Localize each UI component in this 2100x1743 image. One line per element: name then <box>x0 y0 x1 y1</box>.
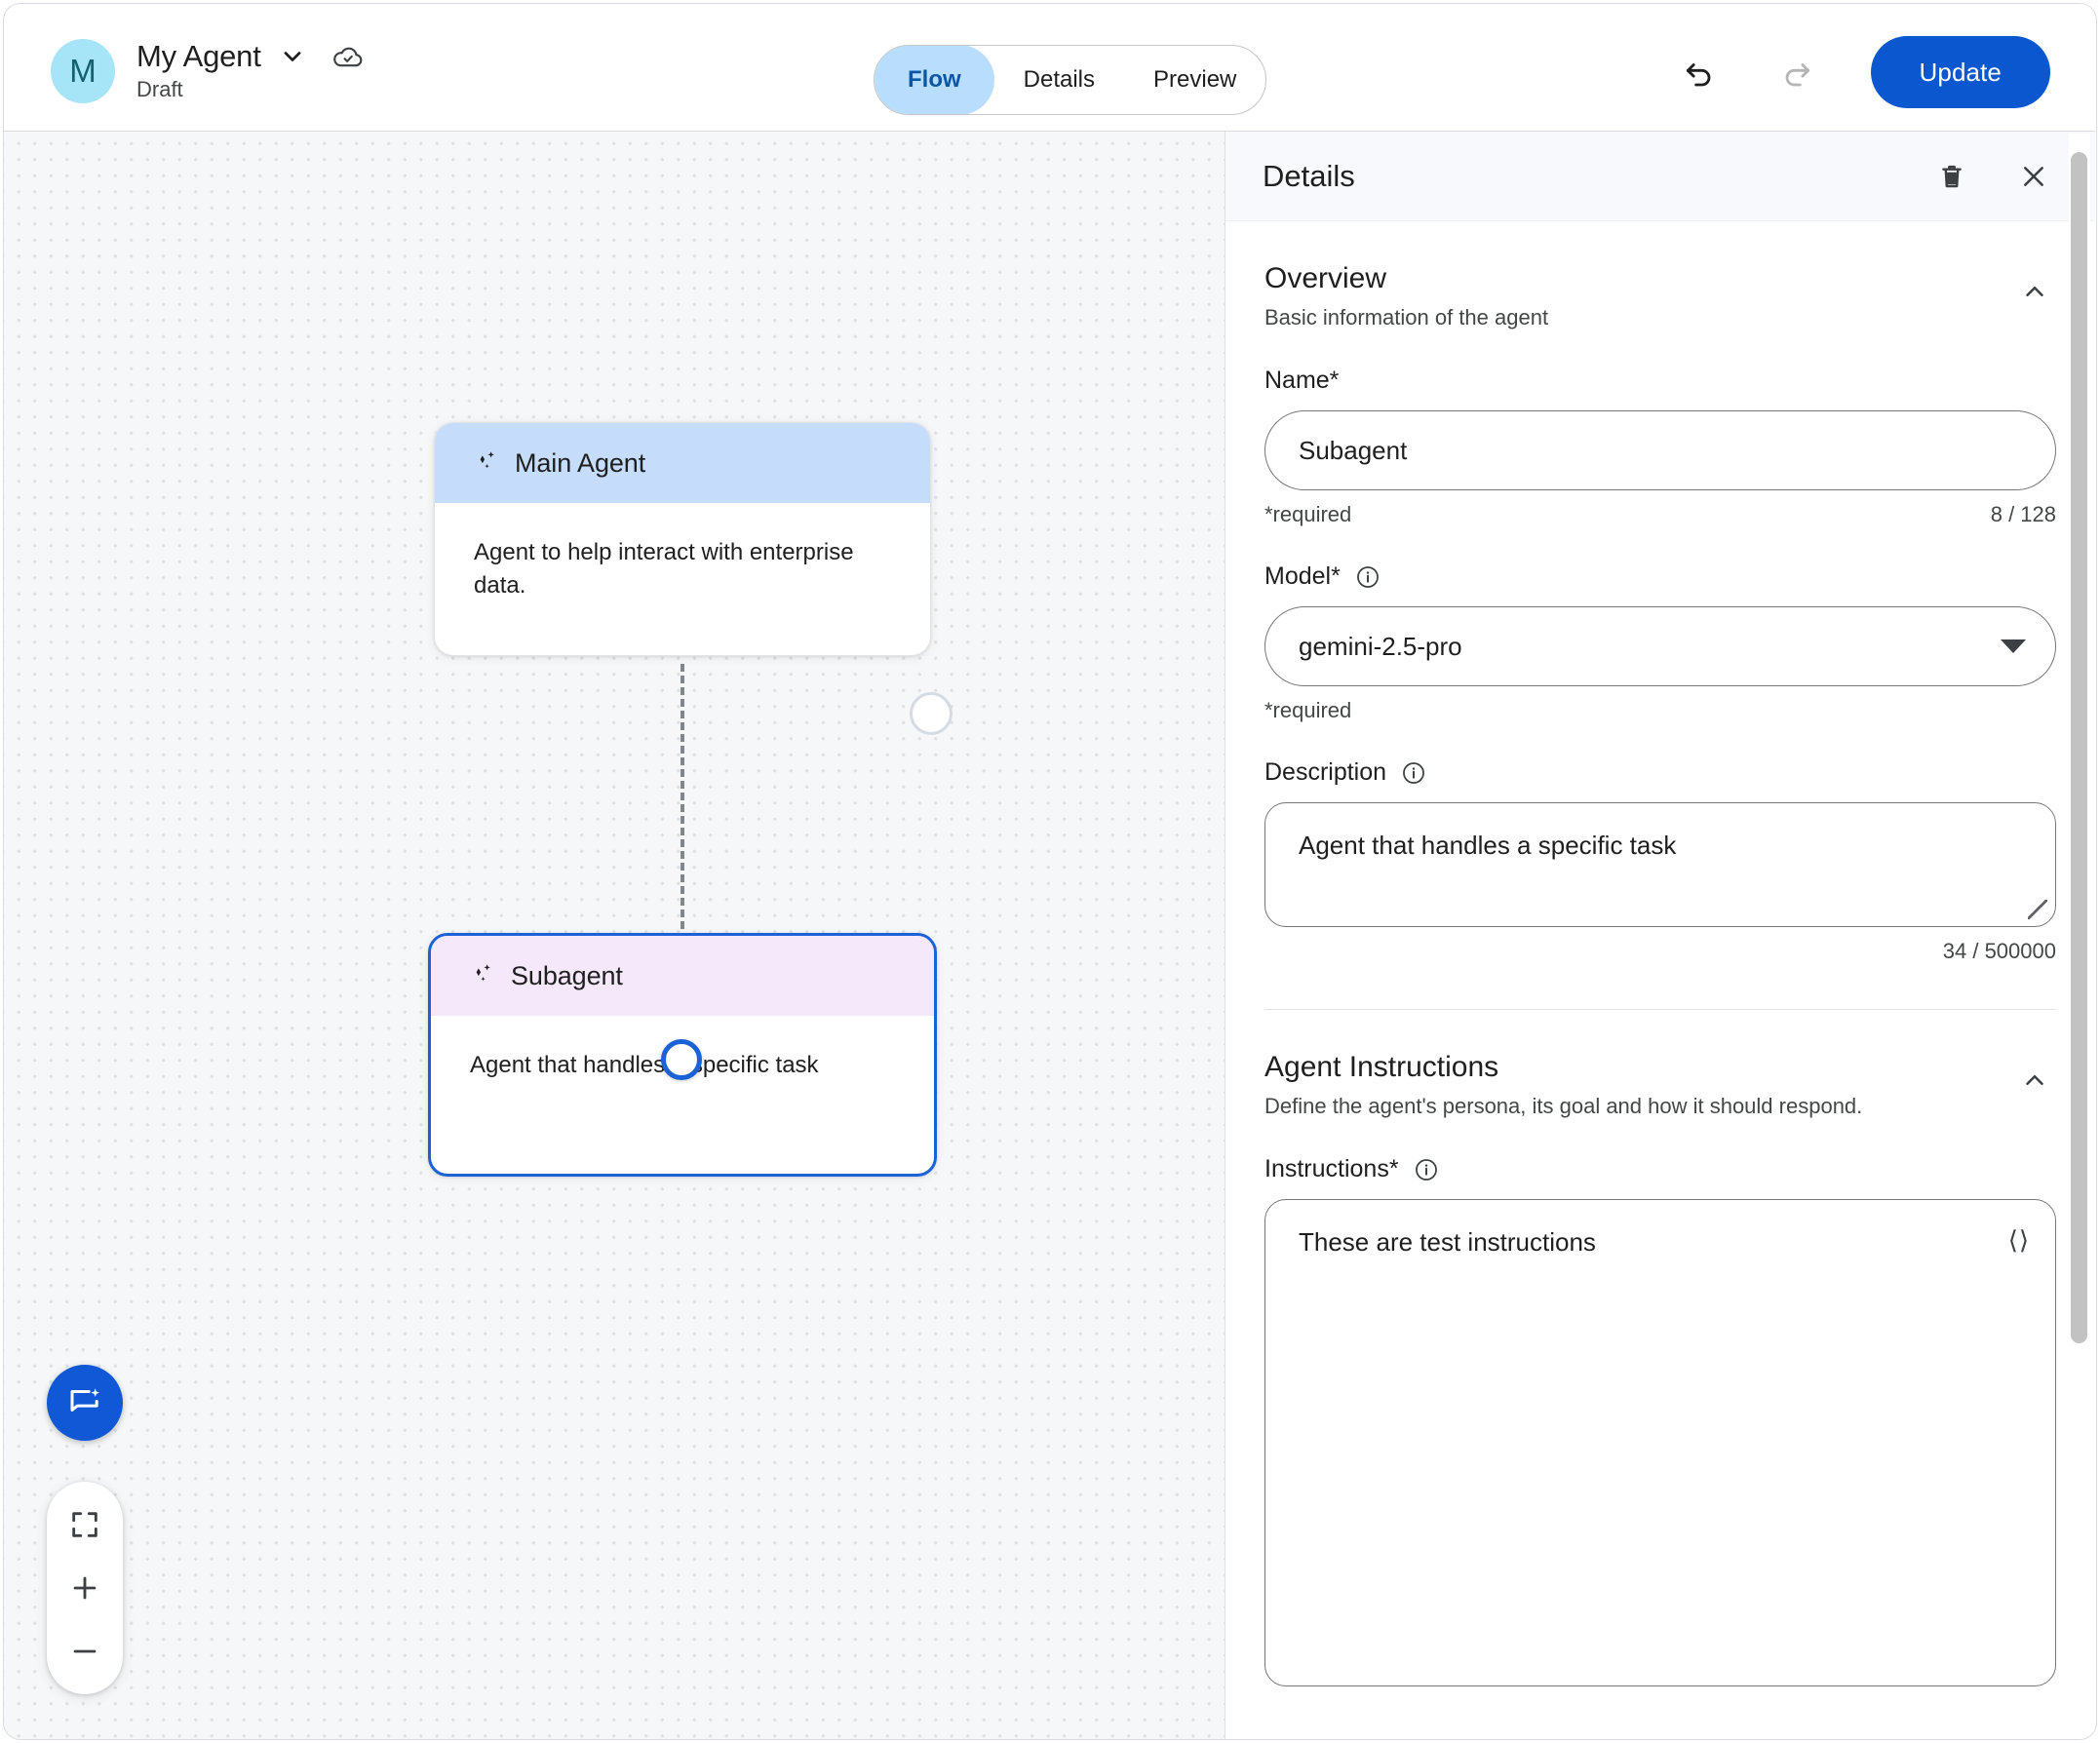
sparkle-icon <box>470 960 497 992</box>
section-title: Overview <box>1264 262 1387 294</box>
field-helper: *required <box>1264 698 2056 723</box>
field-label: Description <box>1264 758 1387 787</box>
section-overview: Overview Basic information of the agent … <box>1225 221 2095 964</box>
required-hint: *required <box>1264 698 1352 723</box>
char-counter: 34 / 500000 <box>1942 939 2056 964</box>
agent-title-block: My Agent Draft <box>136 38 365 102</box>
field-model: Model* gemini-2.5-pro <box>1264 562 2056 723</box>
node-input-handle[interactable] <box>661 1039 702 1080</box>
field-label: Name* <box>1264 367 1340 395</box>
info-icon[interactable] <box>1400 759 1427 787</box>
instructions-textarea[interactable]: These are test instructions ⟨⟩ <box>1264 1199 2056 1687</box>
field-helper: *required 8 / 128 <box>1264 502 2056 527</box>
section-header: Agent Instructions Define the agent's pe… <box>1264 1010 2056 1120</box>
model-select[interactable]: gemini-2.5-pro <box>1264 606 2056 687</box>
node-title: Main Agent <box>515 447 646 478</box>
field-label: Instructions* <box>1264 1155 1399 1183</box>
code-brackets-icon[interactable]: ⟨⟩ <box>2007 1225 2030 1256</box>
top-actions: Update <box>1672 36 2050 108</box>
instructions-value: These are test instructions <box>1299 1227 1596 1258</box>
panel-title: Details <box>1263 158 1355 193</box>
top-bar: M My Agent Draft Flo <box>4 4 2095 132</box>
update-button[interactable]: Update <box>1870 36 2050 108</box>
section-divider <box>1264 1009 2056 1011</box>
zoom-controls <box>47 1482 123 1694</box>
page-title: My Agent <box>136 38 261 73</box>
panel-header: Details <box>1225 132 2095 221</box>
agent-brand: M My Agent Draft <box>51 39 365 103</box>
chevron-down-icon <box>2001 639 2026 654</box>
section-title: Agent Instructions <box>1264 1051 1499 1084</box>
node-output-handle[interactable] <box>910 692 953 735</box>
field-instructions: Instructions* These are test instruction… <box>1264 1155 2056 1687</box>
name-input[interactable]: Subagent <box>1264 410 2056 491</box>
cloud-check-icon <box>331 40 365 73</box>
zoom-in-button[interactable] <box>56 1559 114 1617</box>
close-icon[interactable] <box>2009 152 2058 201</box>
char-counter: 8 / 128 <box>1990 502 2056 527</box>
edge-main-to-subagent <box>681 664 684 929</box>
section-subtitle: Define the agent's persona, its goal and… <box>1264 1093 1863 1118</box>
section-subtitle: Basic information of the agent <box>1264 304 1549 329</box>
info-icon[interactable] <box>1354 563 1381 591</box>
trash-icon[interactable] <box>1927 152 1976 201</box>
chat-sparkle-fab[interactable] <box>47 1365 123 1441</box>
tab-details[interactable]: Details <box>1023 66 1096 93</box>
zoom-out-button[interactable] <box>56 1622 114 1681</box>
field-label: Model* <box>1264 562 1341 591</box>
required-hint: *required <box>1264 502 1352 527</box>
chevron-up-icon[interactable] <box>2013 1059 2056 1102</box>
node-description: Agent to help interact with enterprise d… <box>474 539 854 600</box>
required-hint <box>1264 939 1943 964</box>
fit-screen-button[interactable] <box>56 1495 114 1554</box>
app-window: M My Agent Draft Flo <box>3 3 2097 1740</box>
model-select-value: gemini-2.5-pro <box>1299 631 1462 661</box>
node-main-agent[interactable]: Main Agent Agent to help interact with e… <box>434 422 931 656</box>
node-title: Subagent <box>511 960 623 990</box>
details-panel: Details Overview Basic informatio <box>1225 132 2095 1739</box>
view-tabs: Flow Details Preview <box>874 45 1267 115</box>
tab-preview[interactable]: Preview <box>1153 66 1237 93</box>
chevron-up-icon[interactable] <box>2013 270 2056 313</box>
chevron-down-icon[interactable] <box>279 43 306 70</box>
description-textarea[interactable]: Agent that handles a specific task <box>1264 802 2056 928</box>
node-header: Main Agent <box>435 423 930 503</box>
panel-scrollbar-thumb[interactable] <box>2071 152 2087 1343</box>
undo-button[interactable] <box>1672 45 1727 99</box>
redo-button[interactable] <box>1769 45 1824 99</box>
flow-canvas[interactable]: Main Agent Agent to help interact with e… <box>4 132 1225 1739</box>
tab-flow[interactable]: Flow <box>875 46 994 114</box>
section-header: Overview Basic information of the agent <box>1264 221 2056 331</box>
sparkle-icon <box>474 447 501 480</box>
description-value: Agent that handles a specific task <box>1299 831 1677 861</box>
field-helper: 34 / 500000 <box>1264 939 2056 964</box>
node-subagent[interactable]: Subagent Agent that handles a specific t… <box>428 933 937 1177</box>
panel-body: Overview Basic information of the agent … <box>1225 221 2095 1739</box>
info-icon[interactable] <box>1413 1156 1440 1183</box>
field-description: Description Agent that handles a specifi… <box>1264 758 2056 964</box>
status-badge: Draft <box>136 76 183 101</box>
node-header: Subagent <box>431 936 934 1016</box>
field-name: Name* Subagent *required 8 / 128 <box>1264 367 2056 527</box>
resize-handle[interactable] <box>2028 900 2047 920</box>
avatar: M <box>51 39 115 103</box>
section-agent-instructions: Agent Instructions Define the agent's pe… <box>1225 1010 2095 1687</box>
node-description: Agent that handles a specific task <box>470 1052 819 1078</box>
